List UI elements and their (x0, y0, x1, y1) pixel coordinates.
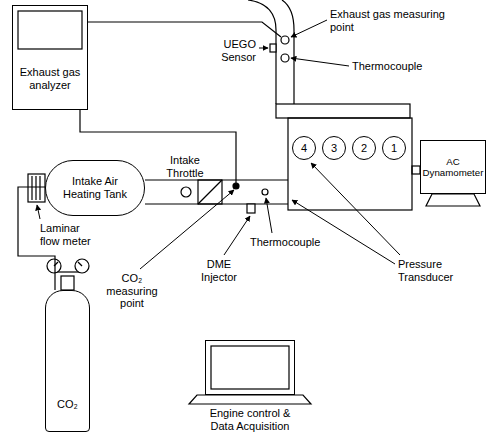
laptop-keyboard (189, 395, 311, 404)
gauge-needle (78, 262, 82, 266)
leader-line (291, 20, 327, 37)
analyzer-box: Exhaust gas analyzer (12, 5, 88, 110)
gas-cylinder: CO₂ (45, 290, 90, 432)
heating-tank: Intake Air Heating Tank (45, 160, 145, 216)
leader-line (259, 48, 268, 49)
laminar-flow-meter (28, 174, 45, 202)
part-label: DME Injector (196, 258, 242, 283)
cylinder-neck (61, 276, 74, 290)
uego-sensor-symbol (270, 44, 276, 52)
part-label: Intake Throttle (160, 154, 210, 179)
engine-block (288, 118, 412, 210)
exhaust-pipe (282, 0, 294, 104)
part-label: Thermocouple (352, 60, 422, 73)
part-label: Laminar flow meter (40, 222, 96, 247)
laptop-screen: Engine control & Data Acquisition (205, 340, 295, 395)
throttle-body (198, 180, 222, 204)
injector-symbol (247, 204, 255, 213)
throttle-plate (198, 180, 222, 204)
leader-line (224, 216, 250, 255)
drive-shaft (412, 166, 420, 174)
leader-line (292, 200, 395, 264)
node-text: 3 (331, 142, 337, 155)
node-text: Intake Air Heating Tank (58, 175, 132, 200)
leader-line (311, 163, 400, 255)
node-text: Engine control & Data Acquisition (202, 407, 298, 432)
part-label: UEGO Sensor (214, 38, 256, 63)
exhaust-point (281, 36, 289, 44)
part-label: Pressure Transducer (398, 258, 462, 283)
dynamometer-stand (426, 194, 480, 206)
exhaust-point (281, 54, 289, 62)
part-label: Thermocouple (250, 236, 320, 249)
flow-element (35, 176, 36, 200)
throttle-point (181, 187, 191, 197)
leader-line (37, 205, 40, 219)
thermocouple-point (262, 189, 268, 195)
leader-line (266, 198, 272, 233)
dynamometer-box: AC Dynamometer (420, 140, 486, 194)
node-text: CO₂ (57, 398, 78, 411)
cylinder-circle: 4 (292, 136, 316, 160)
sampling-line (88, 22, 281, 37)
exhaust-manifold (276, 104, 410, 118)
analyzer-screen (18, 11, 82, 49)
flow-element (31, 176, 32, 200)
node-text: 1 (391, 142, 397, 155)
pressure-gauge (75, 259, 89, 273)
laptop-display (211, 346, 289, 389)
node-text: 2 (361, 142, 367, 155)
cylinder-circle: 3 (322, 136, 346, 160)
leader-line (140, 190, 234, 269)
pressure-gauge (47, 259, 61, 273)
flow-element (39, 176, 40, 200)
measuring-point (233, 183, 239, 189)
cylinder-circle: 2 (352, 136, 376, 160)
node-text: 4 (301, 142, 307, 155)
cylinder-circle: 1 (382, 136, 406, 160)
part-label: CO₂ measuring point (104, 272, 160, 310)
part-label: Exhaust gas measuring point (330, 8, 450, 33)
leader-line (291, 58, 349, 66)
node-text: AC Dynamometer (422, 156, 484, 178)
node-text: Exhaust gas analyzer (16, 66, 84, 91)
